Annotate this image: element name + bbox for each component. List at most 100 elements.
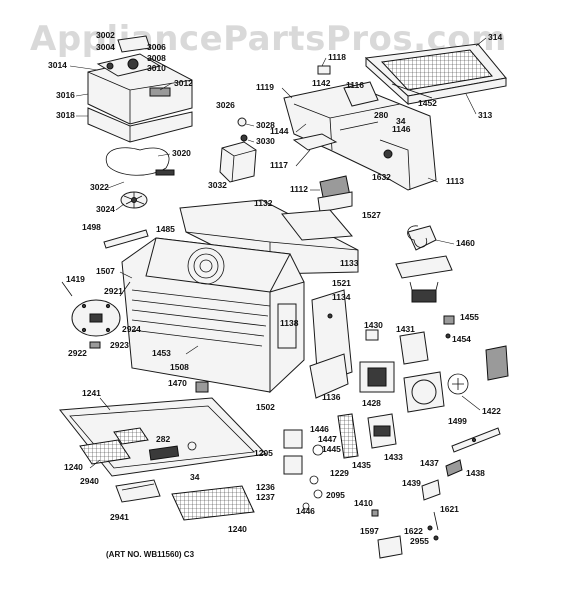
part-label: 1430	[364, 320, 383, 330]
part-label: 1410	[354, 498, 373, 508]
part-label: 1445	[322, 444, 341, 454]
part-label: 1508	[170, 362, 189, 372]
part-label: 1485	[156, 224, 175, 234]
part-label: 314	[488, 32, 502, 42]
part-label: 1597	[360, 526, 379, 536]
fan-blade-part	[120, 191, 148, 209]
part-label: 3024	[96, 204, 115, 214]
part-label: 1133	[340, 258, 359, 268]
part-label: 1502	[256, 402, 275, 412]
part-label: 313	[478, 110, 492, 120]
part-label: 2923	[110, 340, 129, 350]
part-label: 1454	[452, 334, 471, 344]
part-label: 1453	[152, 348, 171, 358]
side-panel-part	[309, 289, 353, 399]
transformer-part	[337, 413, 397, 459]
part-label: 1452	[418, 98, 437, 108]
part-label: 1428	[362, 398, 381, 408]
fan-motor-part	[395, 225, 453, 303]
part-label: 3022	[90, 182, 109, 192]
part-label: 1621	[440, 504, 459, 514]
part-label: 2924	[122, 324, 141, 334]
part-label: 1499	[448, 416, 467, 426]
part-label: 1498	[82, 222, 101, 232]
part-label: 3020	[172, 148, 191, 158]
part-label: 3028	[256, 120, 275, 130]
part-label: 34	[396, 116, 406, 126]
grease-filter-tray-part	[364, 43, 507, 106]
motor-bracket-part	[219, 117, 257, 183]
part-label: 1446	[296, 506, 315, 516]
part-label: 3006	[147, 42, 166, 52]
outer-case-part	[179, 199, 359, 275]
part-label: 1419	[66, 274, 85, 284]
part-label: 2955	[410, 536, 429, 546]
part-label: 3012	[174, 78, 193, 88]
door-bracket-part	[103, 229, 149, 249]
blower-motor-part	[403, 371, 445, 413]
heating-element-part	[105, 147, 175, 176]
part-label: 1437	[420, 458, 439, 468]
art-number-caption: (ART NO. WB11560) C3	[106, 550, 195, 559]
part-label: 1116	[346, 80, 364, 90]
part-label: 3004	[96, 42, 115, 52]
part-label: 2922	[68, 348, 87, 358]
magnetron-part	[359, 361, 395, 393]
part-label: 1112	[290, 184, 308, 194]
part-label: 2940	[80, 476, 99, 486]
terminal-block-part	[371, 509, 403, 559]
part-label: 1527	[362, 210, 381, 220]
part-label: 1146	[392, 124, 411, 134]
part-label: 1117	[270, 160, 288, 170]
part-label: 1632	[372, 172, 391, 182]
bottom-plate-part	[59, 397, 268, 477]
part-label: 3018	[56, 110, 75, 120]
part-label: 3030	[256, 136, 275, 146]
part-label: 1134	[332, 292, 351, 302]
part-label: 1240	[64, 462, 83, 472]
part-label: 2095	[326, 490, 345, 500]
part-label: 3026	[216, 100, 235, 110]
part-label: 2941	[110, 512, 129, 522]
part-label: 3016	[56, 90, 75, 100]
part-label: 34	[190, 472, 200, 482]
part-label: 1446	[310, 424, 329, 434]
stirrer-motor-part	[195, 381, 209, 393]
part-label: 1455	[460, 312, 479, 322]
part-label: 1236	[256, 482, 275, 492]
part-label: 3002	[96, 30, 115, 40]
part-label: 1431	[396, 324, 415, 334]
oven-cavity-part	[121, 237, 305, 394]
part-label: 2921	[104, 286, 123, 296]
part-label: 1144	[270, 126, 289, 136]
latch-switch-part	[365, 315, 509, 395]
part-label: 1113	[446, 176, 464, 186]
door-switch-part	[283, 429, 324, 510]
part-label: 1435	[352, 460, 371, 470]
part-label: 1119	[256, 82, 274, 92]
duct-assembly-part	[283, 65, 437, 191]
part-label: 1136	[322, 392, 341, 402]
part-label: 1433	[384, 452, 403, 462]
part-label: 1507	[96, 266, 115, 276]
part-label: 1118	[328, 52, 346, 62]
door-hinge-bar-part	[421, 427, 501, 541]
part-label: 1138	[280, 318, 299, 328]
part-label: 3032	[208, 180, 227, 190]
part-label: 3014	[48, 60, 67, 70]
part-label: 1460	[456, 238, 475, 248]
part-label: 280	[374, 110, 388, 120]
part-label: 1422	[482, 406, 501, 416]
stirrer-plate-part	[61, 281, 131, 349]
part-label: 1447	[318, 434, 337, 444]
blower-housing-part	[87, 35, 193, 143]
part-label: 1229	[330, 468, 349, 478]
part-label: 1438	[466, 468, 485, 478]
part-label: 1132	[254, 198, 273, 208]
part-label: 1241	[82, 388, 101, 398]
part-label: 1237	[256, 492, 275, 502]
part-label: 1521	[332, 278, 351, 288]
part-label: 1142	[312, 78, 331, 88]
part-label: 3010	[147, 63, 166, 73]
